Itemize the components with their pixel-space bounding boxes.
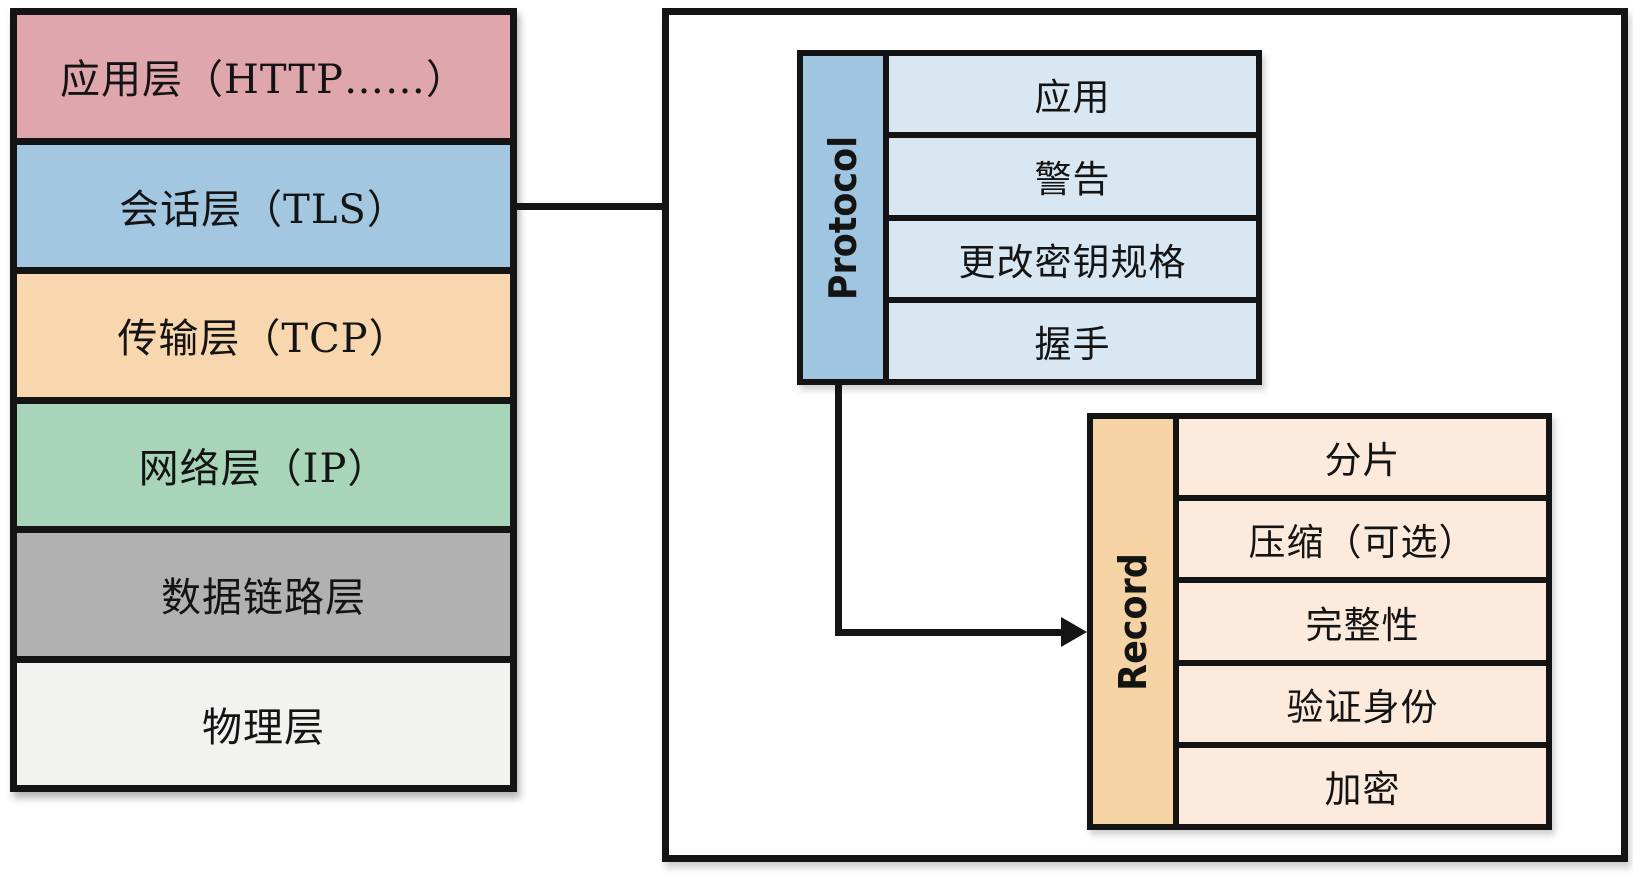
connector-protocol-to-record-vline: [835, 380, 842, 636]
stack-layer-datalink: 数据链路层: [10, 526, 517, 663]
protocol-row-change-cipher-spec: 更改密钥规格: [889, 220, 1256, 303]
connector-protocol-to-record-hline: [835, 629, 1063, 636]
stack-layer-network-ip: 网络层（IP）: [10, 396, 517, 533]
protocol-row-application: 应用: [889, 56, 1256, 139]
network-stack: 应用层（HTTP……） 会话层（TLS） 传输层（TCP） 网络层（IP） 数据…: [10, 8, 517, 792]
record-group: Record 分片 压缩（可选） 完整性 验证身份 加密: [1087, 413, 1552, 830]
protocol-group: Protocol 应用 警告 更改密钥规格 握手: [797, 50, 1262, 385]
record-rows: 分片 压缩（可选） 完整性 验证身份 加密: [1179, 419, 1546, 825]
stack-layer-physical: 物理层: [10, 655, 517, 792]
protocol-row-handshake: 握手: [889, 302, 1256, 379]
stack-layer-application: 应用层（HTTP……）: [10, 8, 517, 145]
stack-layer-transport-tcp: 传输层（TCP）: [10, 267, 517, 404]
record-row-authentication: 验证身份: [1179, 665, 1546, 748]
protocol-label-column: Protocol: [803, 56, 889, 379]
record-label: Record: [1111, 552, 1155, 691]
connector-protocol-to-record-head-icon: [1061, 617, 1087, 647]
record-row-encryption: 加密: [1179, 747, 1546, 825]
protocol-row-alert: 警告: [889, 138, 1256, 221]
record-row-fragmentation: 分片: [1179, 419, 1546, 502]
stack-layer-session-tls: 会话层（TLS）: [10, 137, 517, 274]
protocol-label: Protocol: [821, 135, 865, 300]
protocol-rows: 应用 警告 更改密钥规格 握手: [889, 56, 1256, 379]
arrow-session-to-protocol-line: [510, 203, 772, 210]
record-row-integrity: 完整性: [1179, 583, 1546, 666]
record-label-column: Record: [1093, 419, 1179, 824]
record-row-compression: 压缩（可选）: [1179, 501, 1546, 584]
